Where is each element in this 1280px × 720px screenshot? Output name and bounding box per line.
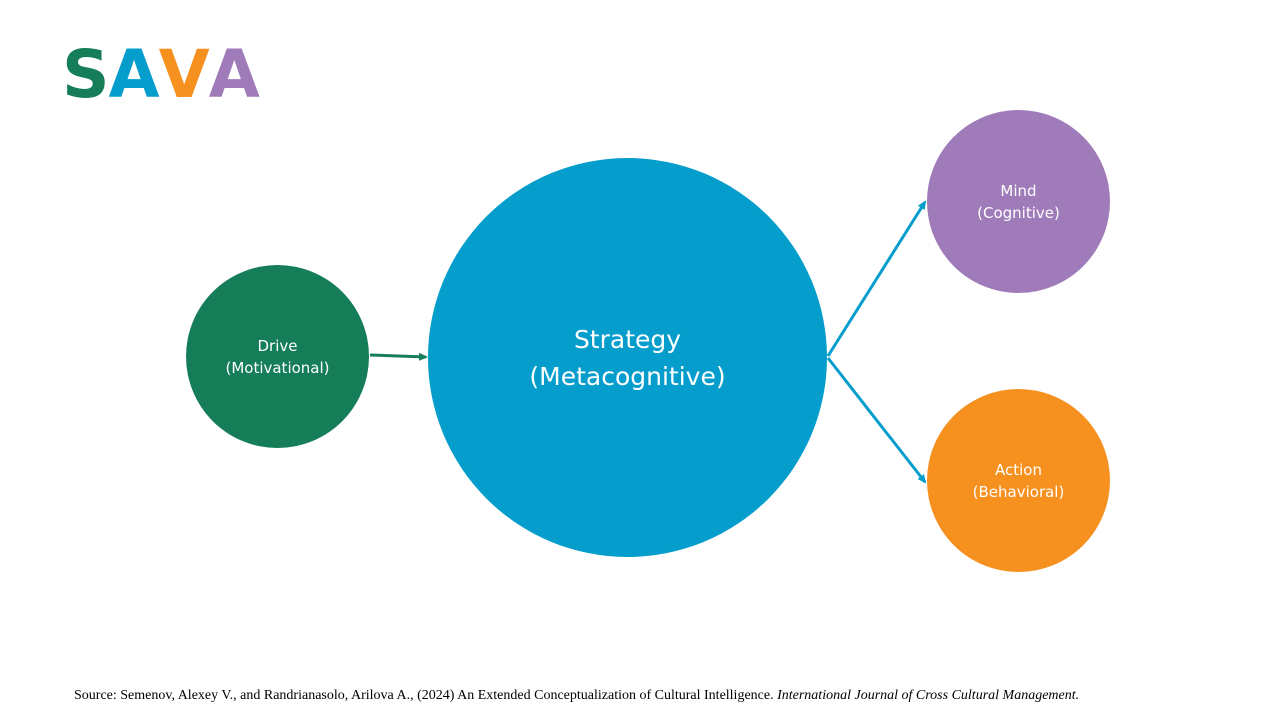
- node-action-subtitle: (Behavioral): [972, 482, 1065, 501]
- logo-letter-a1: A: [108, 36, 160, 113]
- node-drive-title: Drive: [257, 336, 298, 355]
- logo-letter-v: V: [158, 36, 210, 113]
- node-action: Action (Behavioral): [927, 389, 1110, 572]
- node-mind-subtitle: (Cognitive): [977, 203, 1060, 222]
- source-journal: International Journal of Cross Cultural …: [777, 688, 1080, 703]
- source-citation-text: Source: Semenov, Alexey V., and Randrian…: [74, 688, 778, 703]
- node-drive: Drive (Motivational): [186, 265, 369, 448]
- source-citation: Source: Semenov, Alexey V., and Randrian…: [74, 688, 1079, 704]
- logo-letter-s: S: [62, 36, 110, 113]
- arrow-drive-to-strategy: [369, 352, 428, 361]
- node-mind-title: Mind: [1000, 181, 1037, 200]
- sava-logo: SAVA: [62, 36, 260, 113]
- node-strategy-subtitle: (Metacognitive): [529, 361, 726, 391]
- node-strategy-title: Strategy: [573, 324, 682, 354]
- arrow-strategy-to-action: [826, 357, 927, 484]
- node-action-title: Action: [995, 460, 1042, 479]
- node-mind: Mind (Cognitive): [927, 110, 1110, 293]
- node-strategy: Strategy (Metacognitive): [428, 158, 827, 557]
- node-drive-subtitle: (Motivational): [225, 358, 330, 377]
- arrow-strategy-to-mind: [826, 200, 927, 357]
- logo-letter-a2: A: [208, 36, 260, 113]
